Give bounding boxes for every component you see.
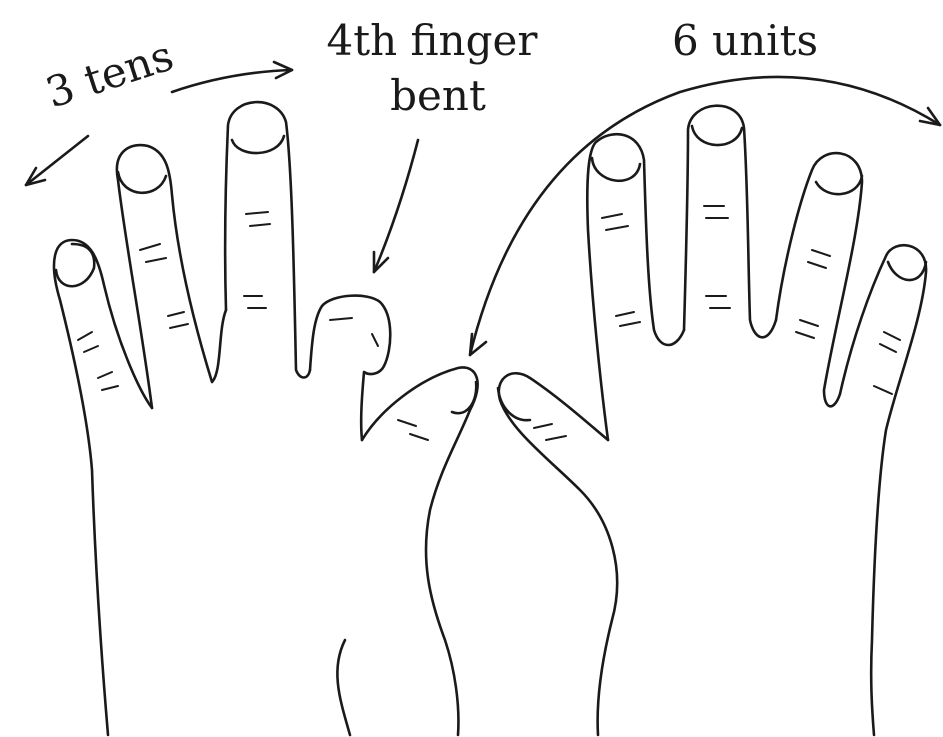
right-thumb [499,373,617,735]
label-3-tens: 3 tens [40,31,179,118]
label-6-units: 6 units [672,16,818,65]
left-middle-finger [225,102,310,377]
right-little-nail [888,262,926,280]
bent-finger-arrow [374,140,418,272]
left-little-nail [56,244,94,286]
left-hand [54,102,478,735]
left-ring-finger [117,145,226,408]
right-little-finger [840,245,926,735]
left-thumb-nail [452,382,476,413]
right-ring-nail [816,176,862,194]
tens-arrow-left [26,136,88,185]
units-arrow [470,77,940,355]
right-index-nail [592,158,640,181]
left-ring-nail [118,172,166,193]
right-middle-finger [684,106,776,338]
label-bent: bent [390,71,486,120]
right-index-finger [587,134,684,440]
left-thumb [362,367,478,735]
right-hand [498,106,926,735]
right-middle-nail [692,126,742,145]
left-middle-nail [232,136,284,153]
label-4th-finger: 4th finger [327,16,539,65]
tens-arrow-right [172,62,292,92]
right-thumb-nail [498,388,530,420]
